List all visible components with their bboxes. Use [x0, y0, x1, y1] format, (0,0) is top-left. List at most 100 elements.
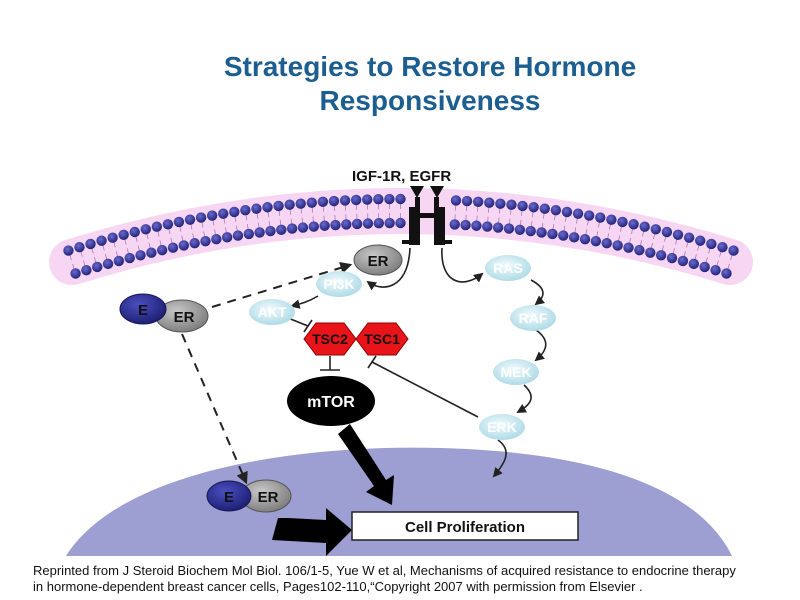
lipid-head — [81, 264, 92, 276]
lipid-head — [623, 242, 634, 253]
lipid-head — [590, 235, 602, 247]
lipid-head — [384, 193, 395, 205]
lipid-head — [286, 223, 298, 234]
node-tsc2: TSC2 — [303, 322, 357, 356]
lipid-head — [328, 195, 340, 207]
node-er-nucleus: ER — [240, 479, 292, 513]
lipid-head — [162, 219, 174, 230]
lipid-head — [506, 199, 517, 210]
receptor-label: IGF-1R, EGFR — [352, 168, 451, 185]
svg-text:E: E — [224, 489, 234, 506]
inhibit-erk-to-tsc1-bar — [367, 355, 377, 369]
arrow-mek-to-erk — [516, 384, 532, 413]
arrow-nuclear-er-to-proliferation — [272, 508, 352, 556]
lipid-head — [721, 268, 732, 279]
lipid-head — [63, 245, 74, 256]
arrow-ras-to-raf — [530, 279, 545, 306]
node-er-cytoplasm: ER — [155, 299, 209, 333]
lipid-head — [606, 214, 617, 225]
lipid-head — [297, 222, 309, 233]
lipid-head — [525, 225, 536, 237]
lipid-head — [539, 203, 550, 214]
lipid-head — [395, 217, 406, 229]
arrow-pi3k-to-akt — [290, 295, 319, 309]
citation-line-1: Reprinted from J Steroid Biochem Mol Bio… — [33, 563, 736, 578]
lipid-head — [528, 202, 539, 213]
lipid-head — [362, 194, 373, 205]
lipid-head — [178, 240, 190, 251]
lipid-head — [362, 218, 374, 229]
svg-text:AKT: AKT — [258, 304, 287, 320]
title-line-2: Responsiveness — [319, 85, 541, 116]
lipid-head — [572, 208, 584, 219]
lipid-head — [262, 202, 273, 213]
lipid-head — [350, 194, 362, 206]
svg-text:ERK: ERK — [487, 419, 517, 435]
arrow-raf-to-mek — [534, 329, 547, 362]
lipid-head — [189, 238, 200, 249]
arrow-erk-to-nucleus — [492, 439, 507, 478]
lipid-head — [254, 227, 265, 238]
lipid-head — [672, 229, 684, 240]
lipid-head — [683, 232, 695, 243]
lipid-head — [384, 217, 395, 229]
svg-text:RAS: RAS — [493, 260, 523, 276]
node-estrogen-cytoplasm: E — [119, 293, 167, 325]
lipid-head — [471, 220, 482, 231]
svg-text:Cell Proliferation: Cell Proliferation — [405, 519, 525, 536]
lipid-head — [96, 235, 107, 246]
thick-arrows — [272, 424, 394, 556]
svg-text:E: E — [138, 302, 148, 319]
lipid-head — [450, 195, 462, 206]
node-tsc1: TSC1 — [355, 322, 409, 356]
lipid-head — [107, 232, 118, 243]
svg-text:ER: ER — [368, 253, 389, 270]
lipid-head — [617, 216, 628, 228]
lipid-head — [536, 227, 547, 238]
lipid-head — [495, 198, 506, 209]
lipid-head — [449, 219, 460, 230]
lipid-head — [118, 229, 129, 241]
lipid-head — [583, 210, 595, 221]
node-ras: RAS — [485, 255, 531, 281]
svg-text:mTOR: mTOR — [307, 394, 355, 411]
lipid-head — [92, 261, 103, 273]
lipid-head — [317, 196, 329, 208]
lipid-head — [113, 255, 125, 267]
lipid-head — [124, 252, 135, 264]
lipid-head — [517, 200, 528, 212]
node-er-membrane: ER — [353, 244, 403, 276]
lipid-head — [184, 214, 196, 225]
lipid-head — [151, 221, 163, 232]
lipid-head — [706, 238, 717, 250]
lipid-head — [251, 203, 262, 214]
lipid-head — [373, 194, 384, 205]
receptor-igf1r-egfr — [402, 186, 452, 245]
node-erk: ERK — [479, 414, 525, 440]
lipid-head — [482, 221, 493, 232]
lipid-head — [330, 219, 341, 231]
lipid-head — [666, 252, 678, 264]
lipid-head — [645, 247, 656, 258]
lipid-head — [484, 197, 495, 208]
lipid-head — [460, 219, 471, 231]
dashed-er-to-membrane-er — [211, 262, 353, 308]
lipid-head — [717, 241, 728, 253]
node-pi3k: PI3K — [316, 271, 362, 297]
lipid-head — [558, 230, 569, 241]
svg-text:TSC2: TSC2 — [312, 331, 348, 347]
lipid-head — [167, 242, 179, 253]
lipid-head — [650, 224, 661, 235]
lipid-head — [699, 261, 710, 273]
lipid-head — [395, 193, 406, 205]
lipid-head — [156, 244, 168, 256]
lipid-head — [550, 205, 562, 216]
title-line-1: Strategies to Restore Hormone — [223, 51, 637, 82]
svg-text:MEK: MEK — [500, 364, 531, 380]
lipid-head — [218, 208, 229, 219]
lipid-head — [568, 232, 580, 243]
svg-text:ER: ER — [174, 309, 195, 326]
lipid-head — [595, 212, 606, 223]
lipid-head — [229, 206, 240, 218]
